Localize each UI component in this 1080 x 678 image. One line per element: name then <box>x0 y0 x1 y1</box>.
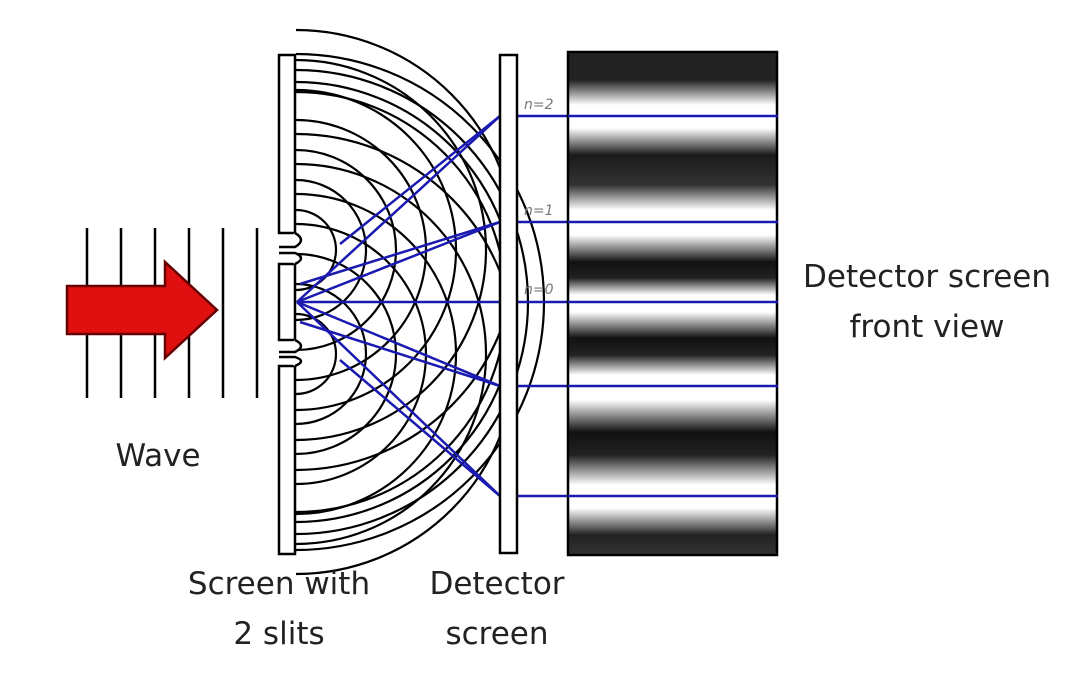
wavefront-slit2-5 <box>295 192 458 516</box>
detector-screen-front <box>566 50 779 557</box>
order-label-n0: n=0 <box>524 282 554 298</box>
wavefront-slit1-3 <box>295 148 398 352</box>
wavefront-slit2-4 <box>295 222 428 486</box>
detector-screen-label-line2: screen <box>445 616 548 652</box>
front-view-label-line1: Detector screen <box>803 259 1051 295</box>
order-label-n1: n=1 <box>524 203 554 219</box>
slit-screen <box>277 53 303 556</box>
wavefront-slit2-6 <box>295 162 488 546</box>
slit-screen-label-line1: Screen with <box>188 566 370 602</box>
wave-label: Wave <box>115 438 200 474</box>
wavefront-slit1-6 <box>295 58 488 442</box>
wavefront-slit1-2 <box>295 178 368 322</box>
front-view-label-line2: front view <box>850 309 1005 345</box>
detector-screen-side <box>498 53 519 555</box>
slit-screen-label-line2: 2 slits <box>233 616 324 652</box>
wave-arrow <box>65 259 219 361</box>
order-label-n2: n=2 <box>524 97 554 113</box>
detector-screen-label-line1: Detector <box>429 566 564 602</box>
